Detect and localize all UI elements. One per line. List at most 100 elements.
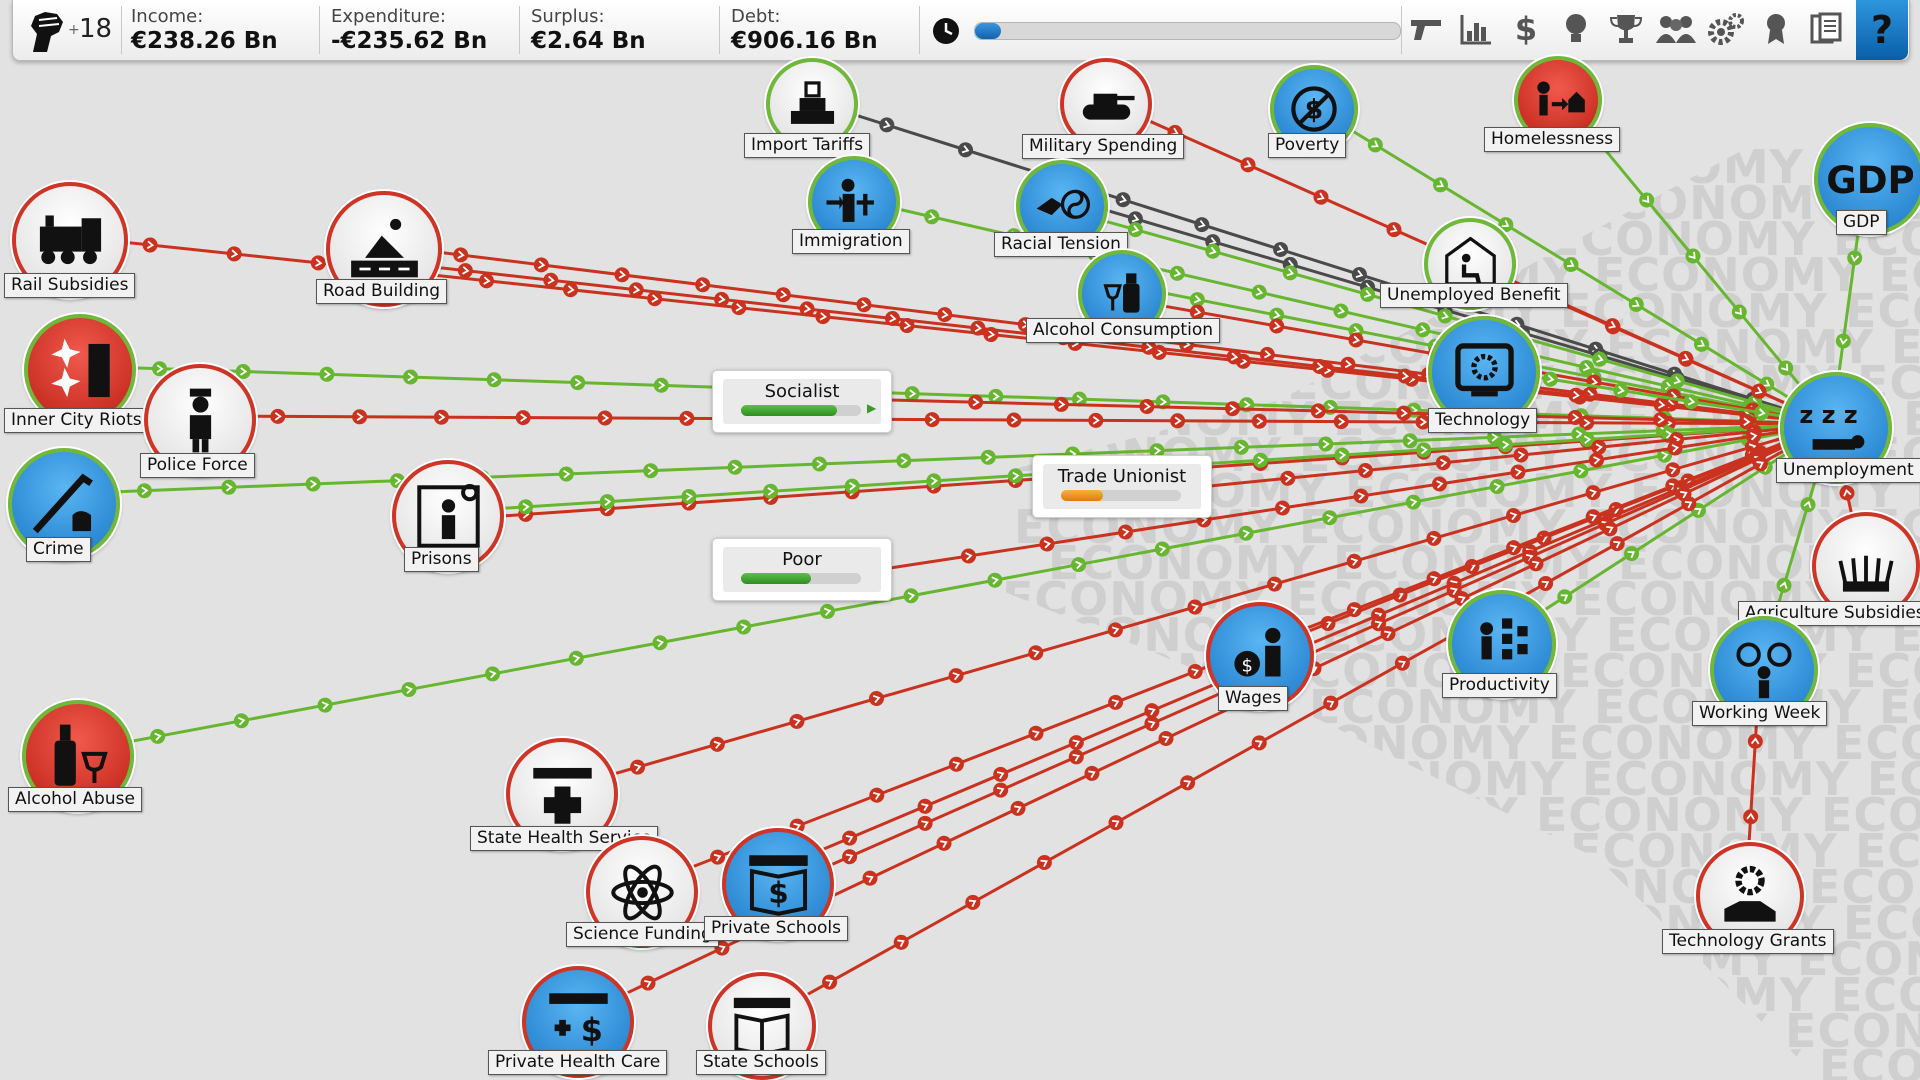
link-arrow-marker <box>926 473 942 489</box>
link-arrow-marker <box>679 410 695 426</box>
link-arrow-marker <box>1738 414 1754 430</box>
link-arrow-marker <box>563 282 579 298</box>
node-label: Crime <box>26 537 91 562</box>
political-capital[interactable]: + 18 <box>13 0 121 60</box>
link-arrow-marker <box>1628 296 1644 312</box>
link-arrow-marker <box>1115 192 1131 208</box>
link-arrow-marker <box>1170 413 1186 429</box>
link-arrow-marker <box>1746 428 1761 444</box>
tank-icon <box>1082 93 1135 120</box>
expenditure-label: Expenditure: <box>331 6 446 27</box>
link-arrow-marker <box>1437 308 1453 324</box>
link-arrow-marker <box>403 369 418 385</box>
link-arrow-marker <box>904 386 920 402</box>
link-arrow-marker <box>993 782 1009 798</box>
group-socialist[interactable]: Socialist ▶ <box>712 370 892 433</box>
link-arrow-marker <box>150 728 166 744</box>
link-arrow-marker <box>1567 410 1583 425</box>
link-arrow-marker <box>558 466 574 482</box>
link-arrow-marker <box>1752 456 1768 472</box>
link-arrow-marker <box>1847 250 1863 266</box>
surplus-stat[interactable]: Surplus: €2.64 Bn <box>531 0 721 60</box>
link-arrow-marker <box>1380 626 1396 642</box>
documents-icon[interactable] <box>1803 6 1849 52</box>
link-line <box>807 98 1833 426</box>
health-cross-icon <box>532 767 592 824</box>
link-arrow-marker <box>1269 307 1285 323</box>
help-button[interactable]: ? <box>1856 0 1908 60</box>
link-line <box>889 398 1833 426</box>
expenditure-stat[interactable]: Expenditure: -€235.62 Bn <box>331 0 521 60</box>
link-arrow-marker <box>1028 725 1044 741</box>
trophy-icon[interactable] <box>1603 6 1649 52</box>
link-line <box>75 364 1833 426</box>
node-label: Rail Subsidies <box>4 273 136 298</box>
link-arrow-marker <box>1280 470 1296 486</box>
link-arrow-marker <box>479 273 494 289</box>
group-bar-fill <box>1061 490 1103 501</box>
link-arrow-marker <box>1415 414 1431 430</box>
link-arrow-marker <box>1253 452 1268 468</box>
link-arrow-marker <box>1240 157 1256 173</box>
gears-icon[interactable] <box>1703 6 1749 52</box>
group-name: Poor <box>782 549 822 570</box>
link-arrow-marker <box>233 713 249 729</box>
svg-text:$: $ <box>1305 94 1324 125</box>
link-arrow-marker <box>1563 257 1579 272</box>
link-arrow-marker <box>1360 286 1376 302</box>
group-trade-unionist[interactable]: Trade Unionist <box>1032 455 1212 518</box>
node-label: Alcohol Consumption <box>1026 318 1220 343</box>
award-icon[interactable] <box>1753 6 1799 52</box>
link-poor-to-unemployment[interactable] <box>889 422 1833 570</box>
node-label: Private Health Care <box>488 1050 668 1075</box>
link-arrow-marker <box>1589 452 1604 468</box>
link-arrow-marker <box>1053 396 1069 412</box>
link-arrow-marker <box>652 635 668 651</box>
link-arrow-marker <box>1251 413 1267 429</box>
node-label: Alcohol Abuse <box>8 787 142 812</box>
chart-icon[interactable] <box>1453 6 1499 52</box>
link-arrow-marker <box>310 255 326 271</box>
link-arrow-marker <box>1367 137 1383 153</box>
group-arrow: ▶ <box>867 401 877 415</box>
link-arrow-marker <box>1108 694 1124 710</box>
group-poor[interactable]: Poor <box>712 538 892 601</box>
link-arrow-marker <box>968 394 984 410</box>
link-poverty-to-unemployment[interactable] <box>1309 103 1833 426</box>
link-arrow-marker <box>727 459 743 475</box>
svg-text:z z z: z z z <box>1799 401 1857 429</box>
link-arrow-marker <box>1776 577 1792 593</box>
link-arrow-marker <box>965 894 981 910</box>
people-icon[interactable] <box>1653 6 1699 52</box>
node-label: Wages <box>1218 686 1289 711</box>
link-arrow-marker <box>1754 405 1770 421</box>
link-arrow-marker <box>1667 440 1683 456</box>
link-arrow-marker <box>1497 437 1513 453</box>
link-arrow-marker <box>1426 530 1442 546</box>
link-arrow-marker <box>1416 442 1432 458</box>
gun-icon[interactable] <box>1403 6 1449 52</box>
debt-stat[interactable]: Debt: €906.16 Bn <box>731 0 921 60</box>
link-arrow-marker <box>1751 383 1767 399</box>
link-arrow-marker <box>1259 346 1275 362</box>
link-arrow-marker <box>1573 463 1589 479</box>
lightbulb-icon[interactable] <box>1553 6 1599 52</box>
wheat-icon <box>1838 555 1894 592</box>
link-arrow-marker <box>640 975 656 991</box>
link-arrow-marker <box>819 603 835 619</box>
income-stat[interactable]: Income: €238.26 Bn <box>131 0 326 60</box>
link-arrow-marker <box>844 478 860 494</box>
immigration-icon <box>825 178 874 222</box>
link-arrow-marker <box>1039 536 1055 552</box>
link-arrow-marker <box>1238 525 1254 541</box>
link-alcohol-abuse-to-unemployment[interactable] <box>73 422 1833 754</box>
dollar-icon[interactable]: $ <box>1514 10 1538 48</box>
link-arrow-marker <box>1568 387 1584 403</box>
link-arrow-marker <box>1579 432 1595 447</box>
private-school-icon: $ <box>748 854 808 916</box>
node-circle[interactable]: GDP <box>1814 123 1920 235</box>
link-state-health-service-to-unemployment[interactable] <box>557 422 1833 792</box>
link-arrow-marker <box>879 117 895 133</box>
link-arrow-marker <box>1205 243 1221 259</box>
link-arrow-marker <box>736 619 752 635</box>
